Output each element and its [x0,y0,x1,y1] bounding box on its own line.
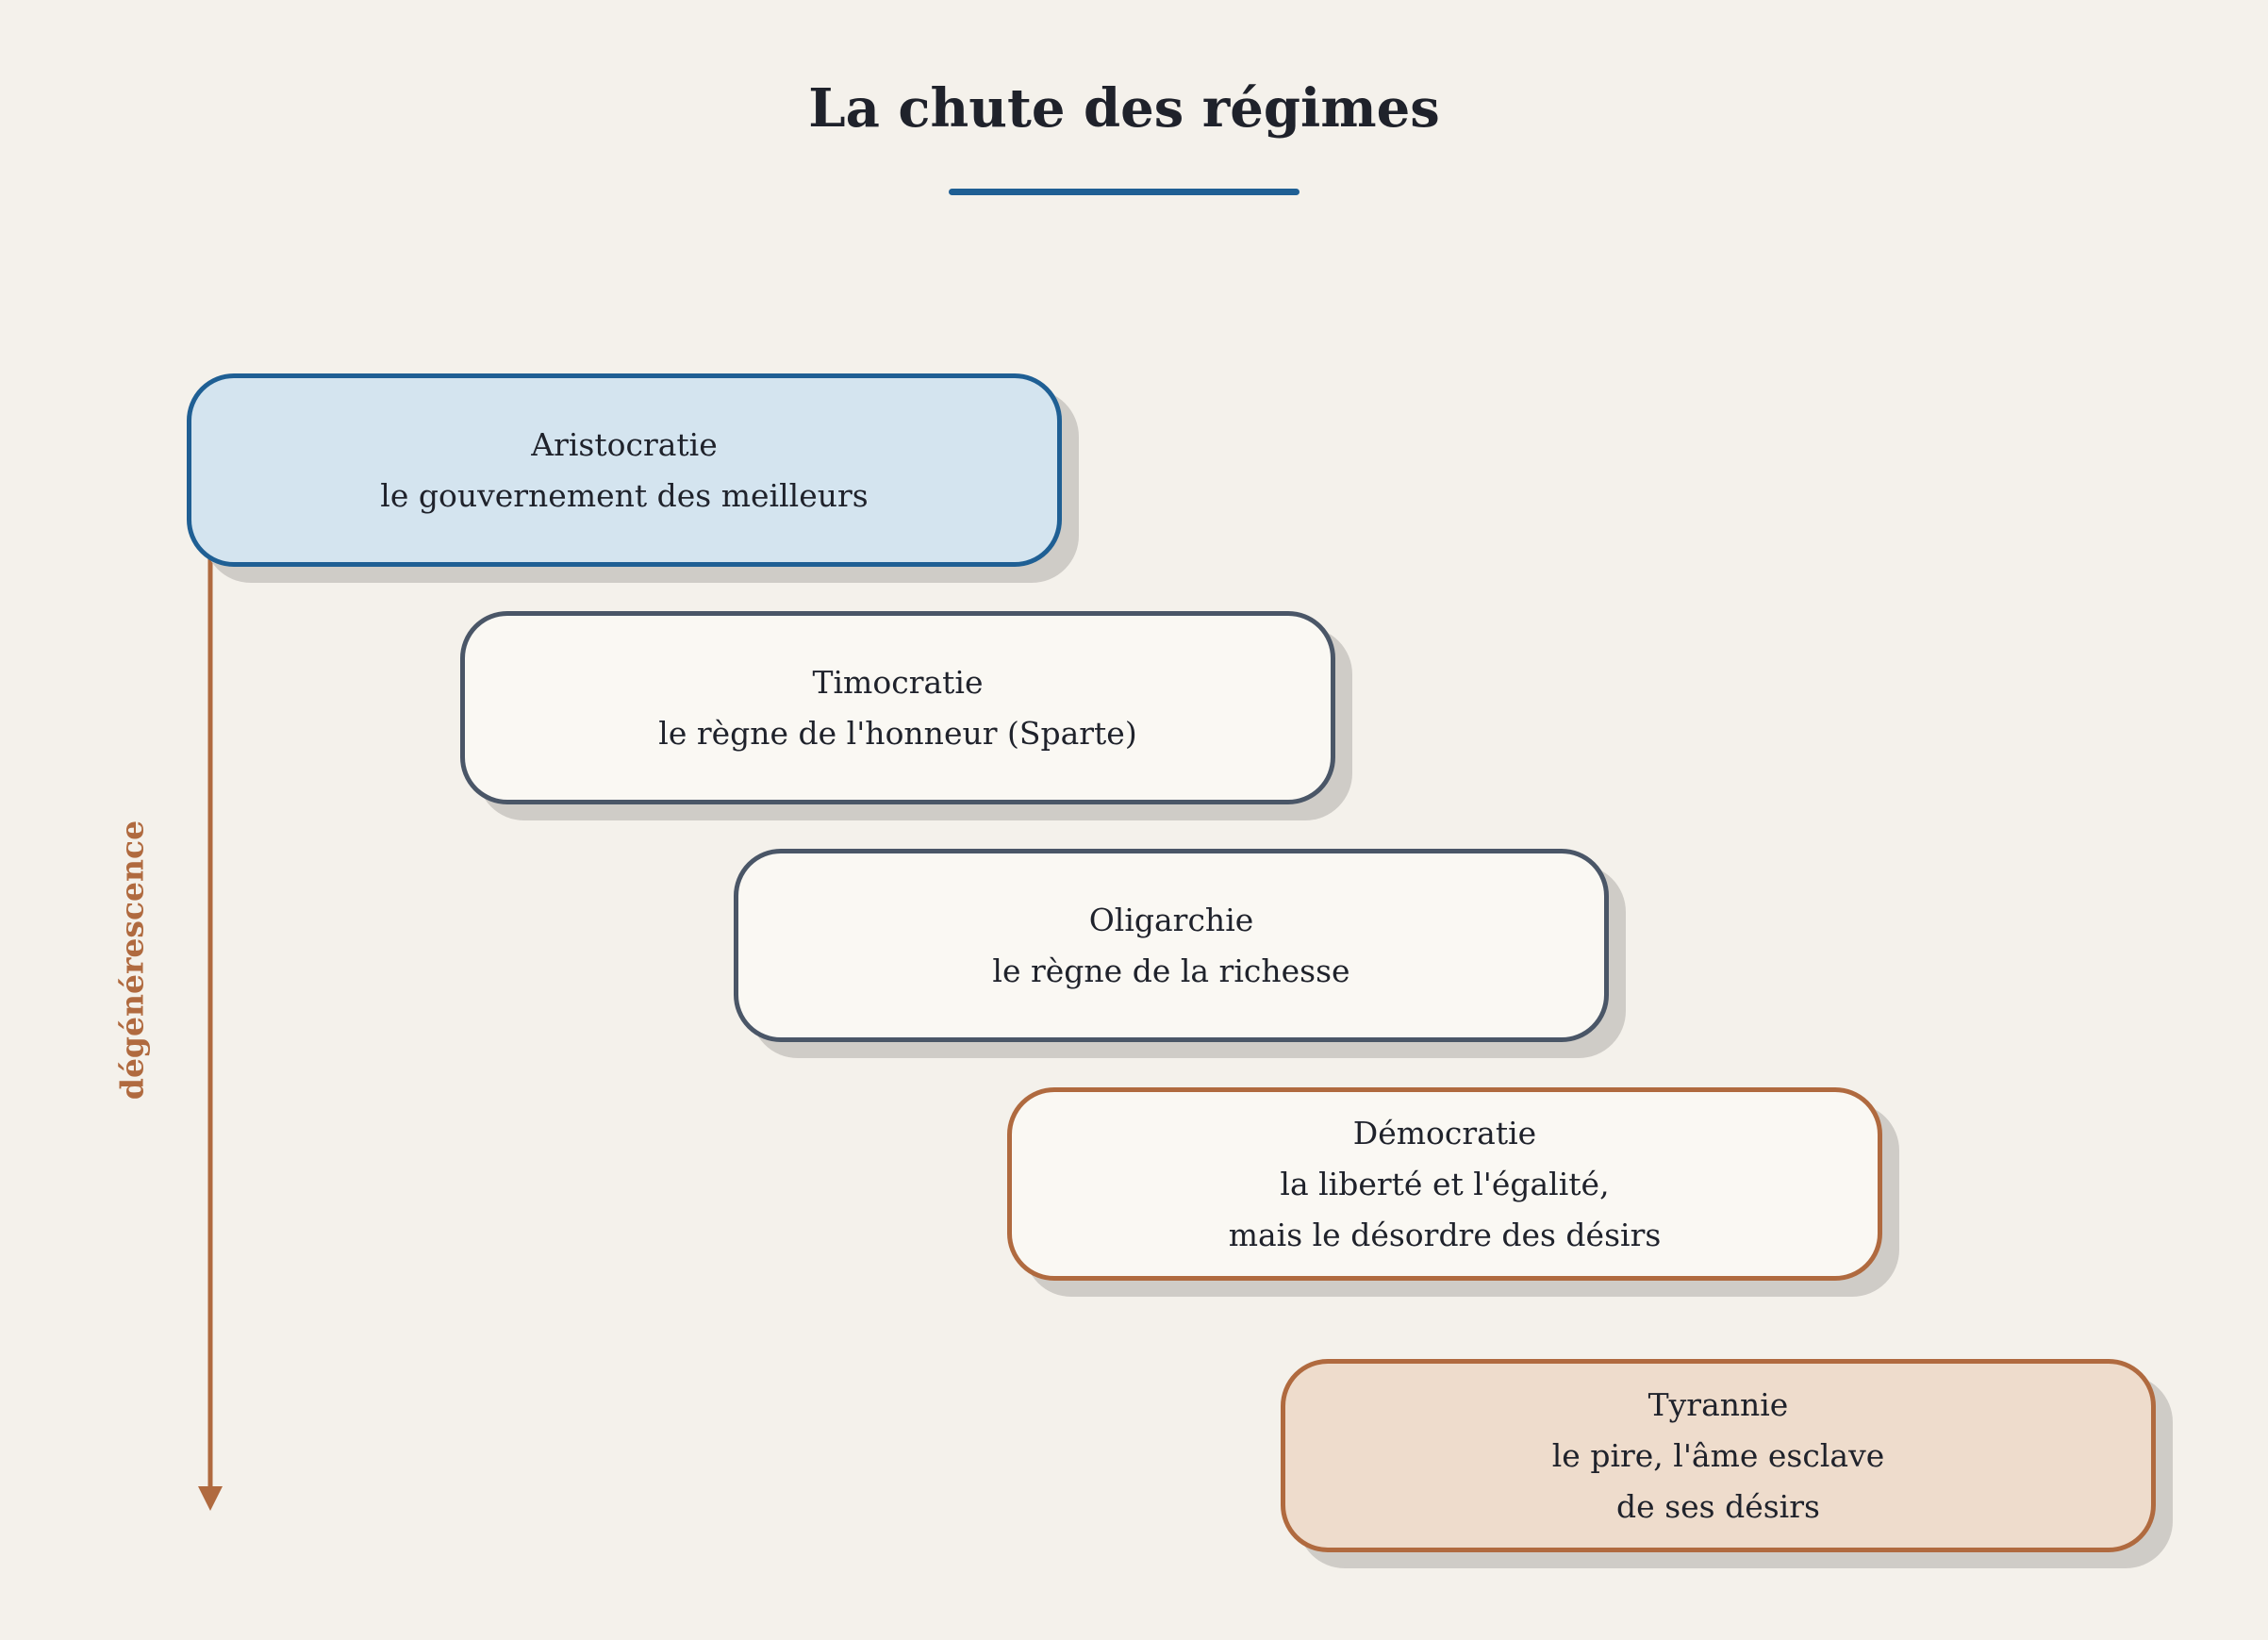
regime-box-timocratie: Timocratie le règne de l'honneur (Sparte… [460,611,1335,804]
regime-description: le pire, l'âme esclave [1551,1436,1885,1474]
regime-description: la liberté et l'égalité, [1280,1165,1610,1202]
regime-name-aristocratie: Aristocratie [531,425,718,463]
regime-box-oligarchie: Oligarchie le règne de la richesse [734,849,1609,1042]
regime-box-democratie: Démocratie la liberté et l'égalité, mais… [1007,1087,1882,1281]
regime-name-oligarchie: Oligarchie [1088,901,1254,938]
regime-name-tyrannie: Tyrannie [1647,1385,1789,1423]
regime-box-aristocratie: Aristocratie le gouvernement des meilleu… [187,373,1062,567]
regime-description: le règne de la richesse [992,952,1350,989]
degeneration-arrow-head [198,1486,223,1511]
regime-description: mais le désordre des désirs [1228,1216,1662,1253]
regime-description: le gouvernement des meilleurs [380,476,869,514]
degeneration-label: dégénérescence [113,820,151,1101]
regime-description: de ses désirs [1616,1487,1820,1525]
title-underline [949,189,1300,195]
regime-box-tyrannie: Tyrannie le pire, l'âme esclave de ses d… [1281,1359,2156,1552]
regime-description: le règne de l'honneur (Sparte) [658,714,1137,752]
regime-name-democratie: Démocratie [1352,1114,1537,1151]
diagram-title: La chute des régimes [808,77,1440,140]
regime-name-timocratie: Timocratie [812,663,984,701]
